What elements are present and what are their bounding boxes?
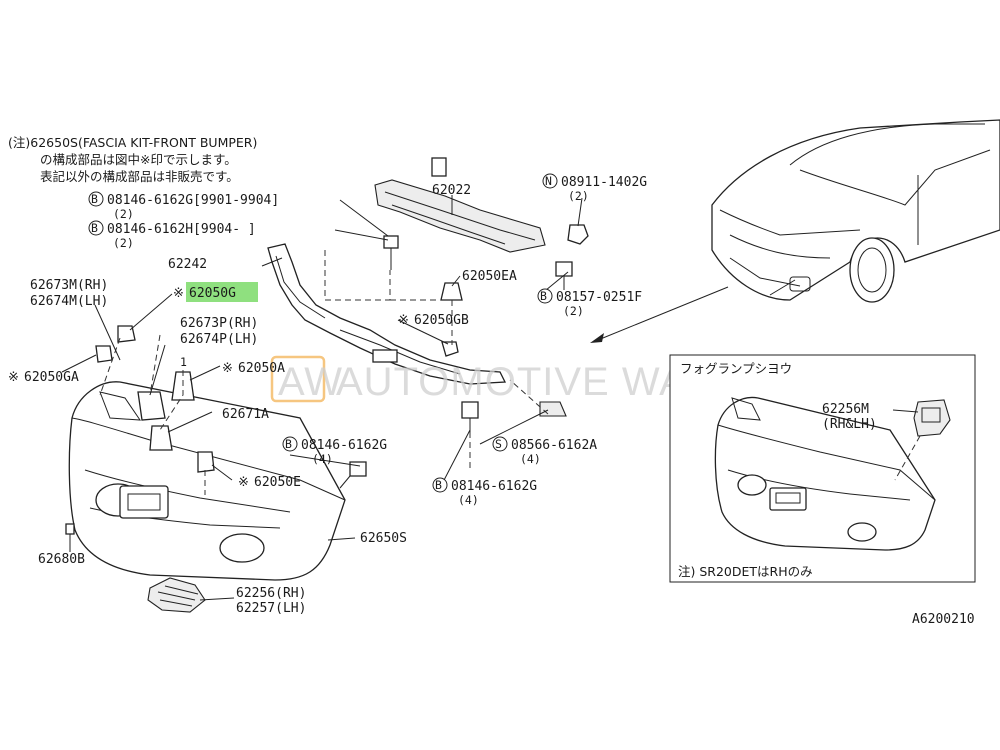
fog-lamp-grille <box>147 577 206 613</box>
inset-fog-lamp-panel: フォグランプシヨウ 62256M (RH&LH) 注) SR20DETはRHのみ <box>669 354 976 583</box>
callout-62050EA[interactable]: 62050EA <box>462 269 517 284</box>
circle-b-glyph: B <box>540 289 547 303</box>
callout-bolt-08146-mid[interactable]: 08146-6162G <box>301 438 387 453</box>
bolt-circle-marker <box>88 191 104 207</box>
star-mark: ※ <box>222 361 233 376</box>
star-mark: ※ <box>398 313 409 328</box>
callout-nut-08911[interactable]: 08911-1402G <box>561 175 647 190</box>
callout-62671A[interactable]: 62671A <box>222 407 269 422</box>
callout-62050A[interactable]: 62050A <box>238 361 285 376</box>
star-mark: ※ <box>238 475 249 490</box>
inset-title: フォグランプシヨウ <box>680 361 792 376</box>
inset-callout-62256M[interactable]: 62256M <box>822 402 869 417</box>
bolt-circle-marker <box>537 288 553 304</box>
car-illustration <box>711 119 1000 303</box>
callout-62680B[interactable]: 62680B <box>38 552 85 567</box>
marker-1: 1 <box>180 355 187 369</box>
circle-b-glyph: B <box>435 478 442 492</box>
callout-bolt-08146-low[interactable]: 08146-6162G <box>451 479 537 494</box>
circle-s-glyph: S <box>495 437 502 451</box>
circle-n-glyph: N <box>545 174 552 188</box>
callout-62242[interactable]: 62242 <box>168 257 207 272</box>
callout-62050GA[interactable]: 62050GA <box>24 370 79 385</box>
callout-62257[interactable]: 62257(LH) <box>236 601 306 616</box>
star-mark: ※ <box>8 370 19 385</box>
callout-bolt-g[interactable]: 08146-6162G[9901-9904] <box>107 193 279 208</box>
view-arrow <box>597 286 729 341</box>
highlight-62050G <box>186 282 258 302</box>
callout-bolt-g-qty: (2) <box>113 207 134 221</box>
callout-62022[interactable]: 62022 <box>432 183 471 198</box>
circle-b-glyph: B <box>91 192 98 206</box>
clip-62680B <box>65 523 75 535</box>
bracket-62242 <box>267 243 507 385</box>
arrow-head-icon <box>590 333 604 343</box>
callout-62674P[interactable]: 62674P(LH) <box>180 332 258 347</box>
callout-bolt-08146-mid-qty: (4) <box>312 452 333 466</box>
circle-b-glyph: B <box>285 437 292 451</box>
bolt-circle-marker <box>88 220 104 236</box>
bolt-circle-marker <box>432 477 448 493</box>
callout-screw-08566-qty: (4) <box>520 452 541 466</box>
callout-62050G[interactable]: 62050G <box>189 286 236 301</box>
bolt-circle-marker <box>282 436 298 452</box>
callout-bolt-h[interactable]: 08146-6162H[9904- ] <box>107 222 256 237</box>
note-line-3: 表記以外の構成部品は非販売です。 <box>40 169 239 184</box>
front-bumper-fascia <box>68 381 346 581</box>
callout-62650S[interactable]: 62650S <box>360 531 407 546</box>
inset-footnote: 注) SR20DETはRHのみ <box>678 564 813 579</box>
inset-callout-qty: (RH&LH) <box>822 417 877 432</box>
callout-62050GB[interactable]: 62050GB <box>414 313 469 328</box>
screw-circle-marker <box>492 436 508 452</box>
callout-62050E[interactable]: 62050E <box>254 475 301 490</box>
note-line-1: (注)62650S(FASCIA KIT-FRONT BUMPER) <box>8 135 257 150</box>
callout-bolt-08157[interactable]: 08157-0251F <box>556 290 642 305</box>
callout-62673M[interactable]: 62673M(RH) <box>30 278 108 293</box>
star-mark: ※ <box>173 286 184 301</box>
callout-bolt-08146-low-qty: (4) <box>458 493 479 507</box>
assembly-lines <box>99 250 549 495</box>
leader-lines <box>61 195 583 601</box>
callout-bolt-h-qty: (2) <box>113 236 134 250</box>
note-line-2: の構成部品は図中※印で示します。 <box>40 152 237 167</box>
watermark-badge: AW <box>278 360 343 404</box>
fasteners <box>95 224 589 489</box>
callout-62673P[interactable]: 62673P(RH) <box>180 316 258 331</box>
reinforcement-62022 <box>374 157 546 253</box>
diagram-code: A6200210 <box>912 612 975 627</box>
callout-screw-08566[interactable]: 08566-6162A <box>511 438 597 453</box>
callout-bolt-08157-qty: (2) <box>563 304 584 318</box>
callout-62256[interactable]: 62256(RH) <box>236 586 306 601</box>
nut-circle-marker <box>542 173 558 189</box>
callout-62674M[interactable]: 62674M(LH) <box>30 294 108 309</box>
circle-b-glyph: B <box>91 221 98 235</box>
callout-nut-qty: (2) <box>568 189 589 203</box>
